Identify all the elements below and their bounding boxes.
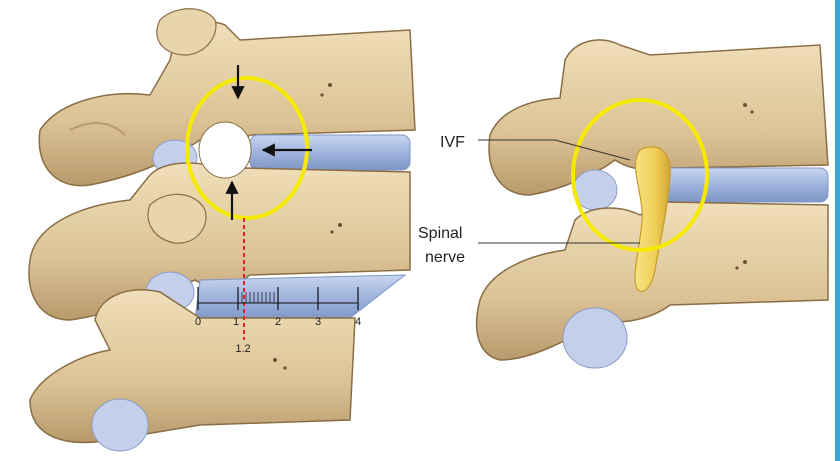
scale-label-0: 0: [195, 316, 201, 328]
left-spine-model: 0 1 2 3 4 1.2: [29, 9, 415, 451]
spinal-nerve-label-line2: nerve: [425, 249, 465, 266]
left-lower-disc: [195, 275, 405, 320]
left-bottom-facet: [92, 399, 148, 451]
scale-label-2: 2: [275, 316, 281, 328]
spinal-nerve-label-line1: Spinal: [418, 225, 462, 242]
left-foramen-opening: [199, 122, 251, 178]
left-upper-disc: [250, 135, 410, 170]
scale-label-4: 4: [355, 316, 361, 328]
right-disc: [665, 168, 828, 202]
right-edge-border: [835, 0, 840, 461]
scale-label-1: 1: [233, 316, 239, 328]
right-bottom-facet: [563, 308, 627, 368]
ivf-label: IVF: [440, 134, 465, 151]
right-spine-model: IVF Spinal nerve: [418, 40, 828, 368]
scale-label-3: 3: [315, 316, 321, 328]
scale-marker-label: 1.2: [235, 343, 250, 355]
